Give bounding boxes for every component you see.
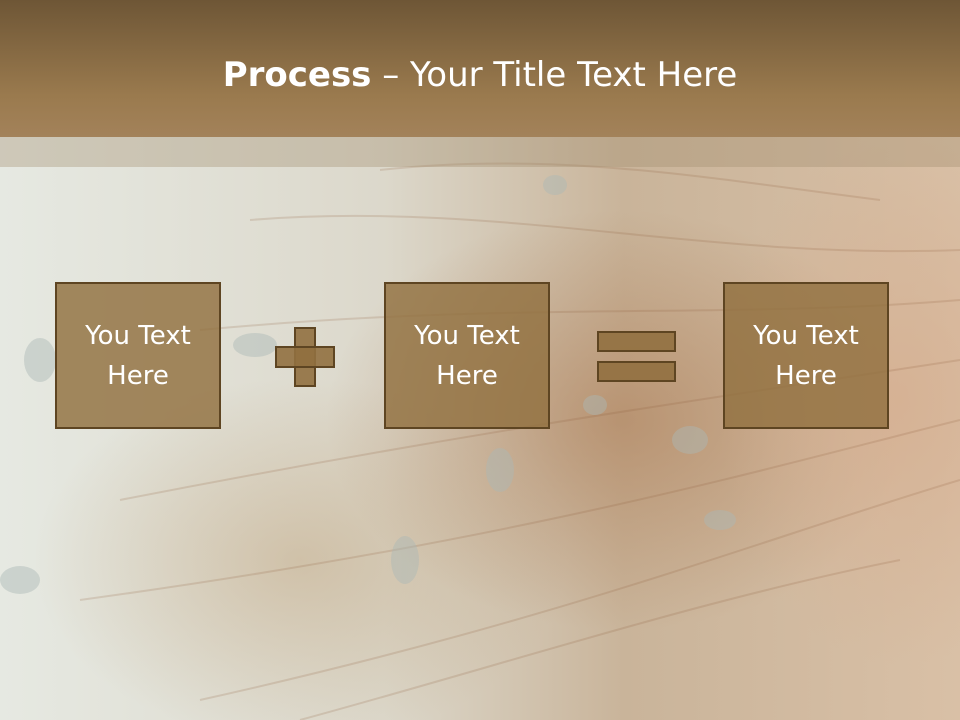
title-band xyxy=(0,137,960,167)
process-box-1-line1: You Text xyxy=(85,320,191,351)
slide-title-bold: Process xyxy=(222,55,372,95)
plus-icon xyxy=(275,327,335,387)
process-box-1: You Text Here xyxy=(55,282,221,429)
process-box-3: You Text Here xyxy=(723,282,889,429)
process-box-2: You Text Here xyxy=(384,282,550,429)
title-bar xyxy=(0,0,960,137)
process-box-3-line2: Here xyxy=(775,360,837,391)
process-box-1-line2: Here xyxy=(107,360,169,391)
slide-title: Process – Your Title Text Here xyxy=(0,52,960,98)
slide-title-rest: – Your Title Text Here xyxy=(371,55,738,95)
process-box-2-line2: Here xyxy=(436,360,498,391)
process-box-3-line1: You Text xyxy=(753,320,859,351)
equals-icon xyxy=(597,331,676,383)
process-box-2-line1: You Text xyxy=(414,320,520,351)
